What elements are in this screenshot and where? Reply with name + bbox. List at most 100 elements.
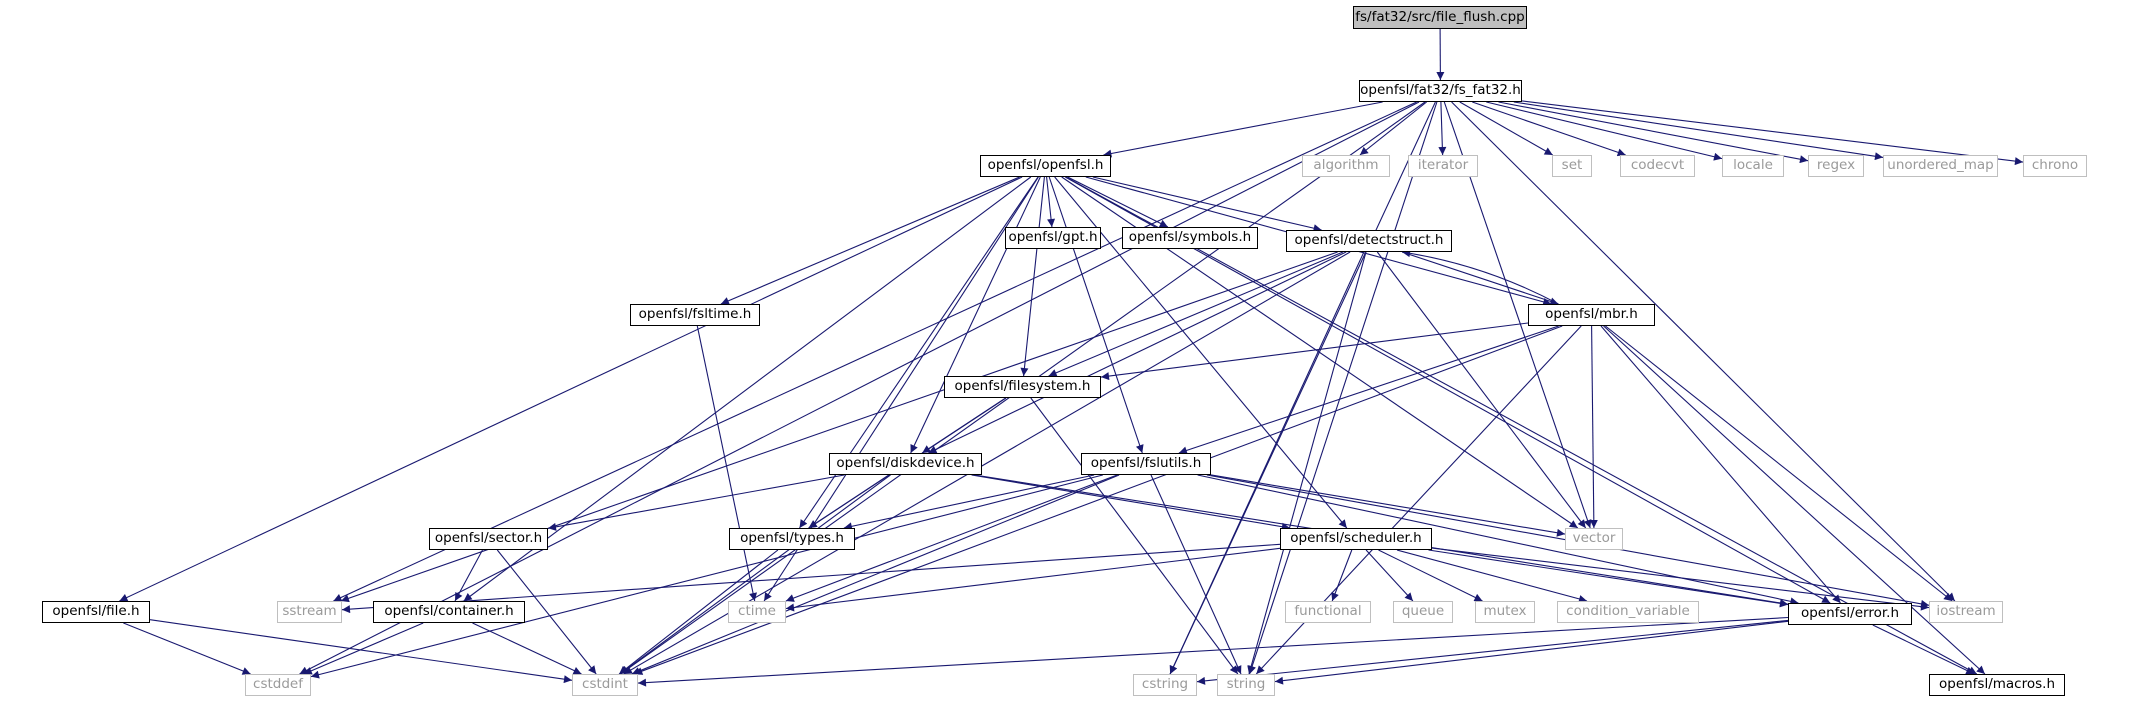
edge-fslutils-to-vector xyxy=(1210,474,1566,537)
edge-scheduler-to-functional xyxy=(1331,549,1353,602)
node-unordered-map: unordered_map xyxy=(1883,155,1998,177)
node-queue: queue xyxy=(1393,601,1453,623)
edge-scheduler-to-queue xyxy=(1365,549,1414,602)
edge-file-to-cstddef xyxy=(123,622,251,675)
node-string: string xyxy=(1217,674,1275,696)
node-iostream: iostream xyxy=(1929,601,2003,623)
edge-error-to-cstring xyxy=(1196,619,1789,685)
node-types[interactable]: openfsl/types.h xyxy=(729,528,855,550)
edge-mbr-to-error xyxy=(1600,325,1841,604)
edge-sector-to-cstdint xyxy=(496,549,597,675)
node-functional: functional xyxy=(1285,601,1371,623)
edge-openfsl-to-gpt xyxy=(1046,176,1056,228)
node-set: set xyxy=(1552,155,1592,177)
edge-container-to-cstddef xyxy=(303,622,424,675)
edge-error-to-macros xyxy=(1872,624,1975,675)
node-diskdevice[interactable]: openfsl/diskdevice.h xyxy=(829,453,982,475)
edge-diskdevice-to-cstdint xyxy=(619,474,891,675)
node-container[interactable]: openfsl/container.h xyxy=(373,601,525,623)
edge-fs_fat32-to-string xyxy=(1248,101,1438,675)
node-fslutils[interactable]: openfsl/fslutils.h xyxy=(1081,453,1211,475)
node-filesystem[interactable]: openfsl/filesystem.h xyxy=(944,376,1101,398)
edge-mbr-to-iostream xyxy=(1605,325,1953,602)
edge-fslutils-to-error xyxy=(1197,474,1799,606)
edge-openfsl-to-detectstruct xyxy=(1092,176,1322,233)
edge-fsltime-to-ctime xyxy=(696,325,757,602)
node-condition-variable: condition_variable xyxy=(1557,601,1699,623)
node-openfsl[interactable]: openfsl/openfsl.h xyxy=(980,155,1111,177)
node-error[interactable]: openfsl/error.h xyxy=(1788,603,1912,625)
edge-scheduler-to-iostream xyxy=(1431,547,1930,611)
node-fs-fat32[interactable]: openfsl/fat32/fs_fat32.h xyxy=(1359,80,1522,102)
edge-fs_fat32-to-iostream xyxy=(1451,101,1956,602)
node-file-flush[interactable]: fs/fat32/src/file_flush.cpp xyxy=(1353,6,1527,29)
edge-openfsl-to-types xyxy=(799,176,1039,529)
node-mbr[interactable]: openfsl/mbr.h xyxy=(1528,304,1655,326)
node-macros[interactable]: openfsl/macros.h xyxy=(1929,674,2065,696)
edge-detectstruct-to-filesystem xyxy=(1048,251,1344,377)
node-codecvt: codecvt xyxy=(1620,155,1695,177)
edge-detectstruct-to-string xyxy=(1247,251,1367,675)
edge-diskdevice-to-scheduler xyxy=(971,474,1290,531)
edge-error-to-string xyxy=(1274,620,1789,685)
edge-detectstruct-to-mbr xyxy=(1401,251,1559,306)
edge-fslutils-to-cstdint xyxy=(631,474,1120,675)
edge-openfsl-to-diskdevice xyxy=(910,176,1041,454)
edge-mbr-to-string xyxy=(1255,325,1582,675)
edge-fs_fat32-to-algorithm xyxy=(1359,101,1427,156)
edge-mbr-to-macros xyxy=(1603,325,1986,675)
node-iterator: iterator xyxy=(1408,155,1478,177)
edge-mbr-to-fslutils xyxy=(1178,325,1559,455)
node-file[interactable]: openfsl/file.h xyxy=(42,601,150,623)
edge-detectstruct-to-diskdevice xyxy=(928,251,1347,454)
node-detectstruct[interactable]: openfsl/detectstruct.h xyxy=(1286,230,1452,252)
edge-fs_fat32-to-openfsl xyxy=(1103,101,1383,158)
edge-detectstruct-to-cstring xyxy=(1169,251,1365,675)
edge-types-to-cstdint xyxy=(618,549,779,675)
edge-mbr-to-cstdint xyxy=(634,325,1563,675)
edge-fslutils-to-ctime xyxy=(785,474,1118,602)
edge-openfsl-to-fslutils xyxy=(1048,176,1144,454)
edge-fs_fat32-to-set xyxy=(1459,101,1553,156)
edge-fslutils-to-cstddef xyxy=(310,474,1103,679)
edge-fs_fat32-to-regex xyxy=(1498,101,1809,164)
edge-sector-to-container xyxy=(454,549,483,602)
node-regex: regex xyxy=(1808,155,1864,177)
node-locale: locale xyxy=(1722,155,1784,177)
node-gpt[interactable]: openfsl/gpt.h xyxy=(1005,227,1101,249)
edge-fslutils-to-types xyxy=(843,474,1095,531)
node-cstddef: cstddef xyxy=(245,674,311,696)
node-chrono: chrono xyxy=(2023,155,2087,177)
edge-fs_fat32-to-codecvt xyxy=(1472,101,1626,157)
node-mutex: mutex xyxy=(1475,601,1535,623)
edge-container-to-cstdint xyxy=(472,622,582,675)
edge-openfsl-to-scheduler xyxy=(1054,176,1348,529)
node-fsltime[interactable]: openfsl/fsltime.h xyxy=(630,304,760,326)
edge-diskdevice-to-sector xyxy=(547,474,845,531)
node-sector[interactable]: openfsl/sector.h xyxy=(429,528,548,550)
node-vector: vector xyxy=(1565,528,1623,550)
edge-mbr-to-detectstruct xyxy=(1402,249,1559,305)
edge-mbr-to-vector xyxy=(1589,325,1598,529)
edge-scheduler-to-ctime xyxy=(785,547,1281,612)
node-scheduler[interactable]: openfsl/scheduler.h xyxy=(1280,528,1432,550)
node-symbols[interactable]: openfsl/symbols.h xyxy=(1122,227,1258,249)
edge-fs_fat32-to-cstddef xyxy=(299,101,1420,675)
edge-scheduler-to-mutex xyxy=(1378,549,1483,602)
node-sstream: sstream xyxy=(277,601,342,623)
edge-openfsl-to-macros xyxy=(1065,176,1978,675)
edge-fs_fat32-to-unordered_map xyxy=(1513,101,1884,161)
edge-openfsl-to-vector xyxy=(1061,176,1579,529)
node-algorithm: algorithm xyxy=(1302,155,1390,177)
edge-openfsl-to-filesystem xyxy=(1020,176,1045,377)
edge-error-to-cstdint xyxy=(637,616,1789,687)
edge-openfsl-to-file xyxy=(119,176,1023,602)
edge-fs_fat32-to-chrono xyxy=(1521,100,2024,166)
edge-mbr-to-filesystem xyxy=(1100,322,1529,381)
edge-fs_fat32-to-iterator xyxy=(1438,101,1447,156)
edge-filesystem-to-string xyxy=(1030,397,1239,675)
edge-openfsl-to-symbols xyxy=(1067,176,1169,228)
edge-diskdevice-to-types xyxy=(808,474,890,529)
node-ctime: ctime xyxy=(728,601,786,623)
